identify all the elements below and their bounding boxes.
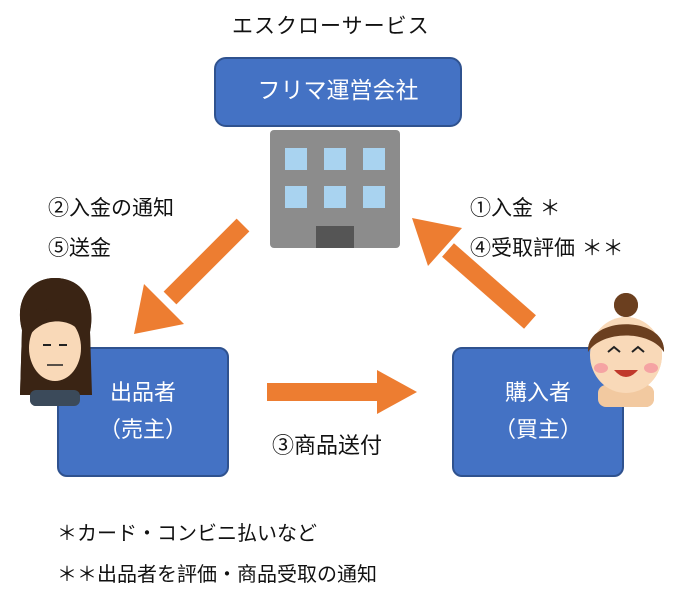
footnote-1: ＊カード・コンビニ払いなど (57, 521, 317, 545)
arrow-seller-to-buyer (267, 370, 417, 414)
seller-label: 出品者 (109, 380, 176, 406)
buyer-sublabel: （買主） (493, 418, 582, 443)
operator-box: フリマ運営会社 (214, 57, 462, 127)
buyer-label: 購入者 (504, 380, 571, 406)
arrow-buyer-to-operator (412, 218, 536, 329)
seller-box: 出品者 （売主） (57, 347, 229, 477)
arrow-operator-to-seller (134, 218, 250, 334)
right-flow-label-1: ①入金 ＊ (470, 196, 561, 220)
seller-sublabel: （売主） (98, 418, 187, 443)
diagram-title: エスクローサービス (232, 14, 430, 38)
building-icon (270, 130, 400, 248)
left-flow-label-2: ⑤送金 (48, 236, 111, 260)
buyer-box: 購入者 （買主） (452, 347, 624, 477)
operator-label: フリマ運営会社 (257, 78, 419, 105)
right-flow-label-2: ④受取評価 ＊＊ (470, 236, 624, 260)
left-flow-label-1: ②入金の通知 (48, 196, 174, 220)
footnote-2: ＊＊出品者を評価・商品受取の通知 (57, 562, 377, 586)
middle-flow-label: ③商品送付 (272, 434, 383, 459)
